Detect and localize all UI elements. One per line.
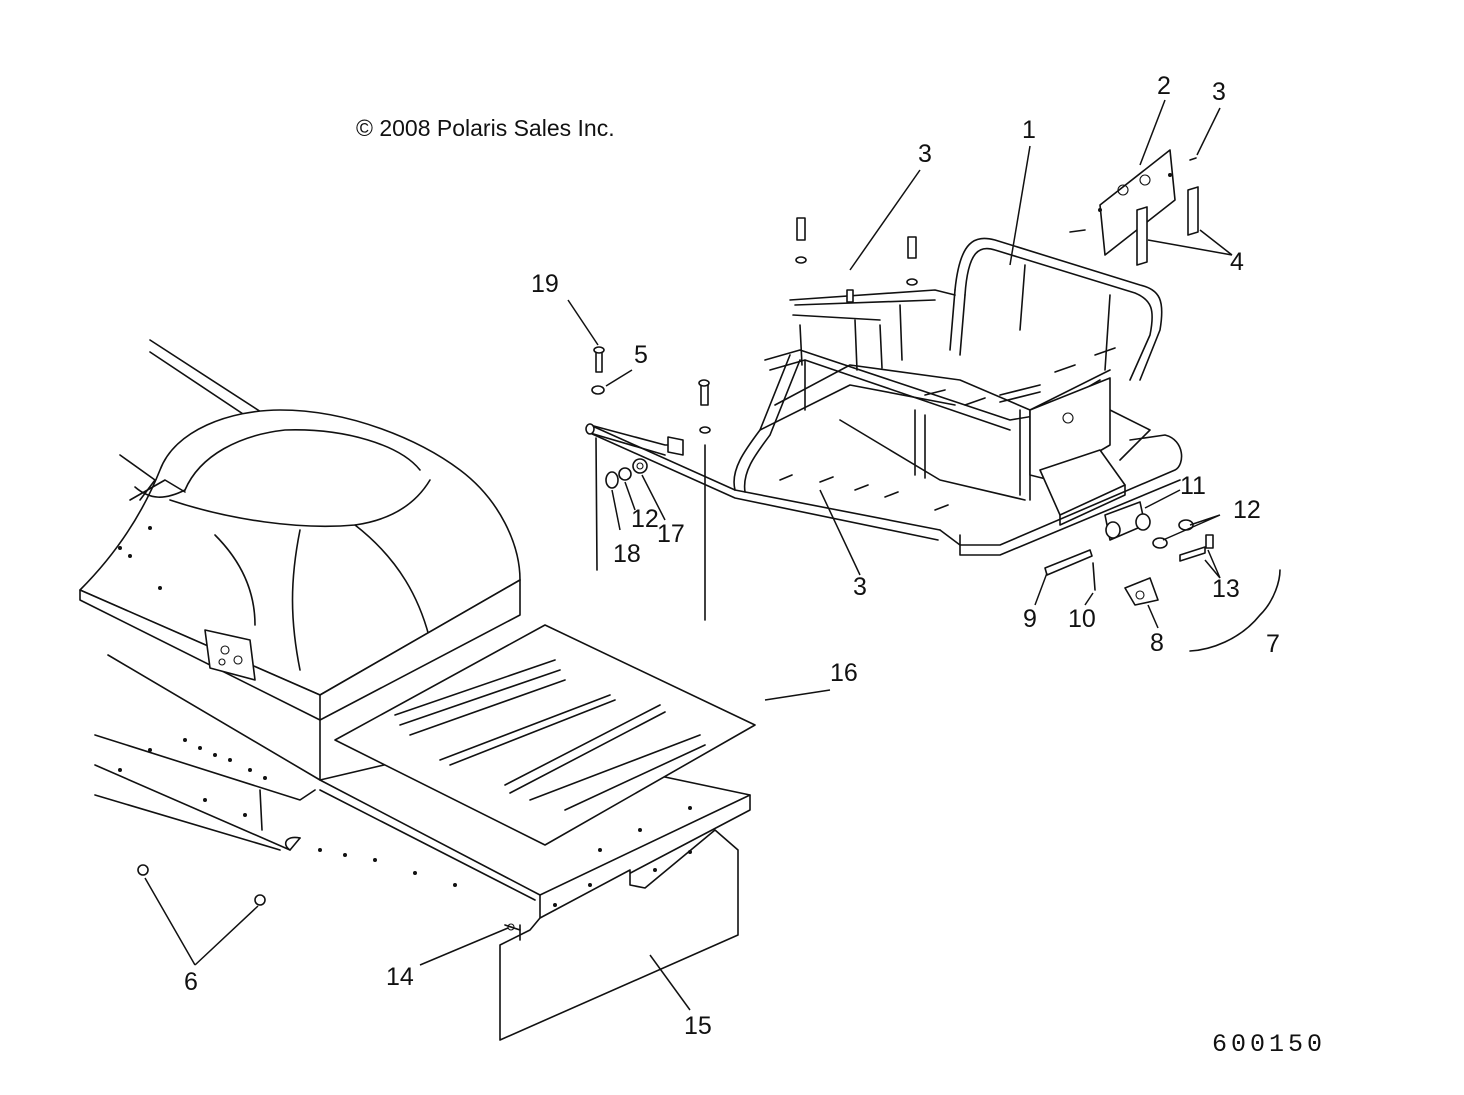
callout-11: 11 [1180, 472, 1206, 500]
callout-13: 13 [1212, 575, 1240, 603]
part-7-hitch-kit [1044, 501, 1281, 652]
drawing-number: 600150 [1212, 1030, 1326, 1059]
part-1-cargo-rack [589, 237, 1183, 556]
copyright-text: © 2008 Polaris Sales Inc. [356, 115, 615, 141]
part-16-mat [334, 624, 756, 846]
callout-2: 2 [1157, 72, 1171, 100]
callout-16: 16 [830, 659, 858, 687]
leader-lines [144, 99, 1233, 1011]
callout-14: 14 [386, 963, 414, 991]
callout-9: 9 [1023, 605, 1037, 633]
callout-3: 3 [1212, 78, 1226, 106]
callout-6: 6 [184, 968, 198, 996]
part-6-nuts [137, 864, 266, 906]
bolt-b [698, 379, 711, 434]
part-5-washer [591, 385, 605, 395]
callout-12: 12 [631, 505, 659, 533]
callout-12: 12 [1233, 496, 1261, 524]
part-19-bolt [593, 346, 605, 373]
callout-labels: 1 2 3 3 3 4 5 6 7 8 9 10 11 12 12 13 14 … [184, 72, 1280, 1040]
callout-17: 17 [657, 520, 685, 548]
parts-18-12-17-hardware [605, 458, 648, 489]
callout-3: 3 [853, 573, 867, 601]
bumper-tube [585, 423, 706, 621]
part-14-rivet [504, 923, 521, 931]
callout-15: 15 [684, 1012, 712, 1040]
callout-1: 1 [1022, 116, 1036, 144]
callout-4: 4 [1230, 248, 1244, 276]
part-4-pads [1136, 186, 1199, 266]
rack-bolts [792, 217, 936, 371]
callout-10: 10 [1068, 605, 1096, 633]
callout-5: 5 [634, 341, 648, 369]
callout-18: 18 [613, 540, 641, 568]
callout-19: 19 [531, 270, 559, 298]
callout-3: 3 [918, 140, 932, 168]
part-2-plate [1069, 149, 1197, 256]
seat-assembly [79, 339, 751, 921]
part-15-snowflap [499, 829, 739, 1041]
callout-7: 7 [1266, 630, 1280, 658]
callout-8: 8 [1150, 629, 1164, 657]
